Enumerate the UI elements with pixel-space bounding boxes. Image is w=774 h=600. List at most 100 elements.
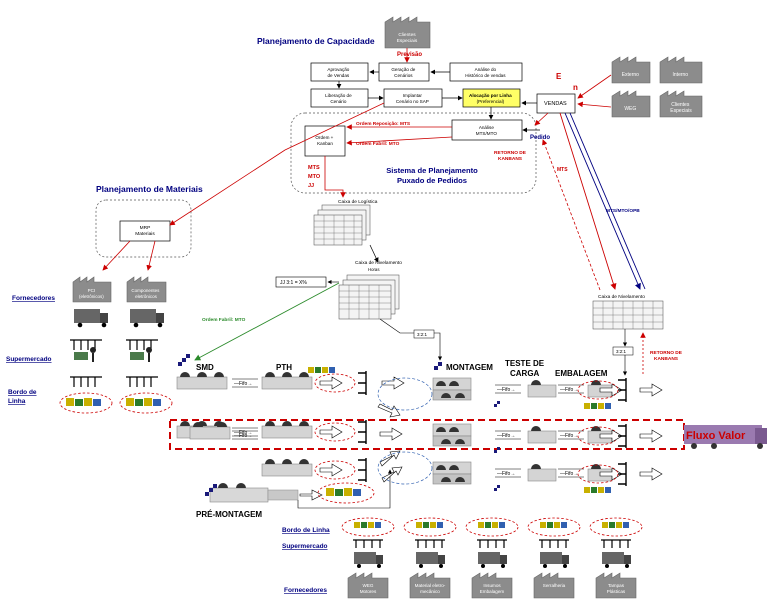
supplier-name-line: WEG [363,583,374,588]
forecast-label: Previsão [397,52,422,58]
operator-icon [130,347,152,362]
operator-icon [531,464,541,469]
sales-approval-box [310,62,369,82]
sales-label: VENDAS [544,101,567,107]
operator-icon [436,427,446,432]
line-edge-oval [527,517,581,537]
sap-implement-box [383,88,443,108]
sales-approval-line1: Aprovação [327,67,349,72]
supermarket-shelf-icon [477,539,507,548]
supplier-name-line: Serralheria [543,583,566,588]
operator-icon [441,439,451,444]
routing-arrows [377,376,405,483]
order-kanban-box [304,125,346,157]
material-icon [485,522,491,528]
jj-ratio-label: JJ 3:1 = X% [280,280,307,286]
mts-label: MTS [557,167,568,173]
workstation [527,468,557,482]
truck-wheel [377,564,381,568]
truck-icon [74,309,108,328]
operator-icon [449,465,459,470]
supply-column: Material eletro-mecânico [403,517,457,599]
jj-ratio-box [275,276,327,288]
components-label-2: eletrônicos [135,294,158,299]
svg-text:PCI (eletrônicos) Comp: PCI (eletrônicos) Componentes eletrônico… [79,288,161,299]
kanban-post-icon [497,447,500,450]
push-arrow [599,429,623,443]
factory-icon [72,276,167,303]
factory-label-special-1: Clientes [671,102,690,108]
line-allocation-box [462,88,521,108]
material-icon [584,487,590,493]
workstation [189,426,231,440]
make-order-label: Ordem Fabril: MTO [356,141,400,147]
line-edge-oval [465,517,519,537]
material-oval [314,422,356,442]
material-icon [623,522,629,528]
material-icon [591,487,597,493]
capacity-planning-title: Planejamento de Capacidade [257,36,375,46]
sap-line1: Implantar [403,93,423,98]
supermarket-shelf-icon [415,539,445,548]
supermarket-shelf-icon [601,539,631,548]
material-icon [605,487,611,493]
operator-icon [265,372,275,377]
history-line2: Histórico de vendas [465,73,506,78]
assembly-row: —Fifo→—Fifo→ [432,423,663,453]
fifo-label: —Fifo→ [497,433,515,439]
operator-icon [265,421,275,426]
operator-icon [591,464,601,469]
push-arrow [319,376,343,390]
scenario-generation-box [378,62,430,82]
daily-orders-title: En [556,72,578,92]
material-icon [561,522,567,528]
operator-icon [197,372,207,377]
truck-wheel [543,564,547,568]
kanban-post-icon [494,450,497,453]
supplier-name-line: Insumos [483,583,501,588]
sales-box [536,93,576,114]
value-flow-truck [684,425,767,449]
supermarket-shelf-icon [539,539,569,548]
material-icon [609,522,615,528]
operator-icon [74,347,96,362]
supplier-name-line: Material eletro- [415,583,446,588]
assembly-row: —Fifo→—Fifo→ [432,461,663,493]
line-edge-oval [119,392,173,414]
scenario-gen-line1: Geração de [391,67,415,72]
operator-icon [531,380,541,385]
fifo-label: —Fifo→ [560,471,578,477]
order-kanban-line2: Kanban [317,141,333,146]
operator-icon [214,372,224,377]
workstation [261,376,313,390]
material-icon [584,403,590,409]
green-order-label: Ordem Fabril: MTO [202,317,246,323]
mts-mto-opb-label: MTS/MTO/OPB [606,208,640,214]
operator-icon [455,439,465,444]
material-icon [602,522,608,528]
operator-icon [531,426,541,431]
fifo-label: —Fifo→ [234,430,252,436]
material-icon [66,398,161,406]
analysis-line1: Análise [479,125,495,130]
material-icon [322,367,328,373]
process-smd-label: SMD [196,363,214,372]
material-icon [492,522,498,528]
kanban-post-icon [494,488,497,491]
material-icon [315,367,321,373]
material-icon [616,522,622,528]
mrp-box [119,220,171,242]
line-edge-oval [341,517,395,537]
operator-icon [282,372,292,377]
leveling-box-2: Caixa de Nivelamento [592,294,664,330]
operator-icon [217,422,227,427]
truck-icon [416,552,438,564]
supplier-name-line: Embalagem [480,589,505,594]
material-icon [361,522,367,528]
